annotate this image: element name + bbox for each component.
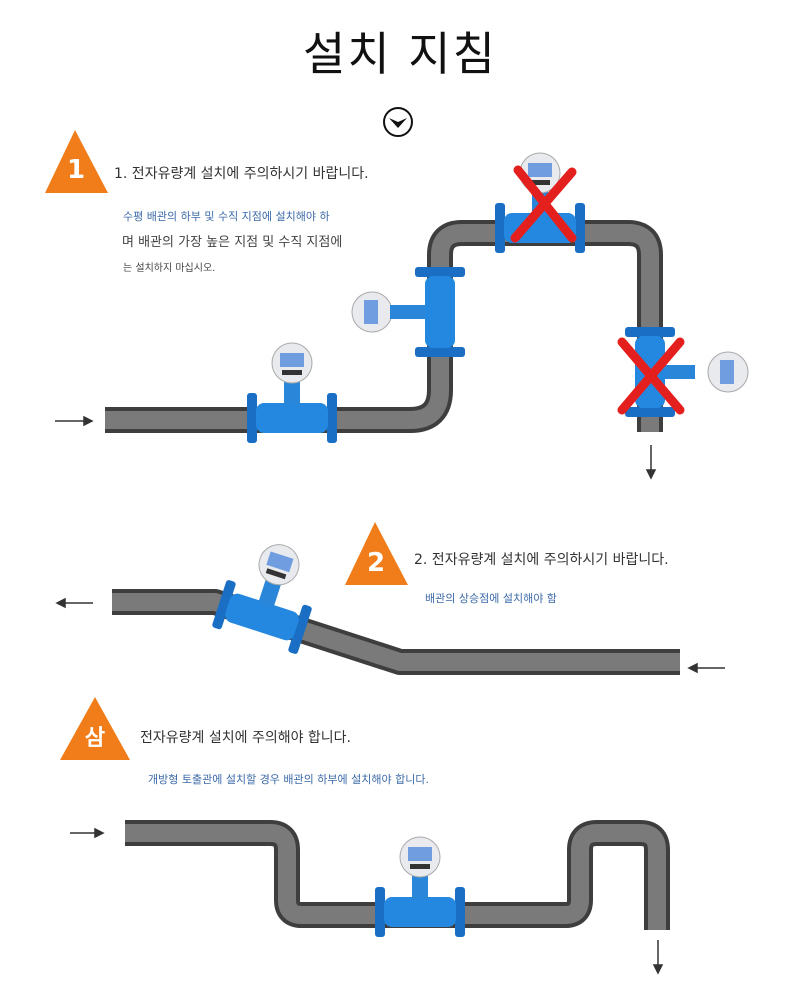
pipe-1 bbox=[105, 220, 663, 433]
warning-triangle-icon bbox=[345, 522, 408, 585]
section-1-note-line-1: 수평 배관의 하부 및 수직 지점에 설치해야 하 bbox=[123, 210, 330, 223]
pipe-3 bbox=[125, 820, 670, 930]
cross-icon bbox=[617, 337, 685, 415]
section-1-badge: 1 bbox=[66, 155, 86, 185]
arrow-left-icon bbox=[687, 662, 725, 674]
section-1-heading: 1. 전자유량계 설치에 주의하시기 바랍니다. bbox=[114, 166, 369, 182]
warning-triangle-icon bbox=[45, 130, 108, 193]
flowmeter-horizontal-ok bbox=[246, 342, 338, 444]
arrow-left-icon bbox=[55, 597, 93, 609]
pipe-2 bbox=[112, 589, 680, 675]
cross-icon bbox=[510, 165, 577, 243]
section-2-heading: 2. 전자유량계 설치에 주의하시기 바랍니다. bbox=[414, 552, 669, 568]
chevron-down-circle-icon bbox=[383, 107, 413, 137]
section-1-note-line-3: 는 설치하지 마십시오. bbox=[123, 263, 216, 274]
page-title: 설치 지침 bbox=[303, 27, 497, 81]
section-3-note: 개방형 토출관에 설치할 경우 배관의 하부에 설치해야 합니다. bbox=[148, 773, 429, 786]
section-2-note: 배관의 상승점에 설치해야 함 bbox=[425, 592, 557, 605]
section-3-heading: 전자유량계 설치에 주의해야 합니다. bbox=[140, 730, 351, 746]
arrow-right-icon bbox=[70, 827, 105, 839]
flowmeter-vertical-ok bbox=[351, 267, 465, 357]
flowmeter-low-point-ok bbox=[374, 836, 466, 938]
arrow-down-icon bbox=[652, 940, 664, 975]
arrow-down-icon bbox=[645, 445, 657, 480]
section-2-badge: 2 bbox=[366, 548, 386, 578]
flowmeter-downflow-wrong bbox=[625, 327, 749, 417]
section-3-badge: 삼 bbox=[84, 726, 106, 751]
section-1-note-line-2: 며 배관의 가장 높은 지점 및 수직 지점에 bbox=[122, 235, 343, 250]
arrow-right-icon bbox=[55, 415, 94, 427]
warning-triangle-icon bbox=[60, 697, 130, 760]
